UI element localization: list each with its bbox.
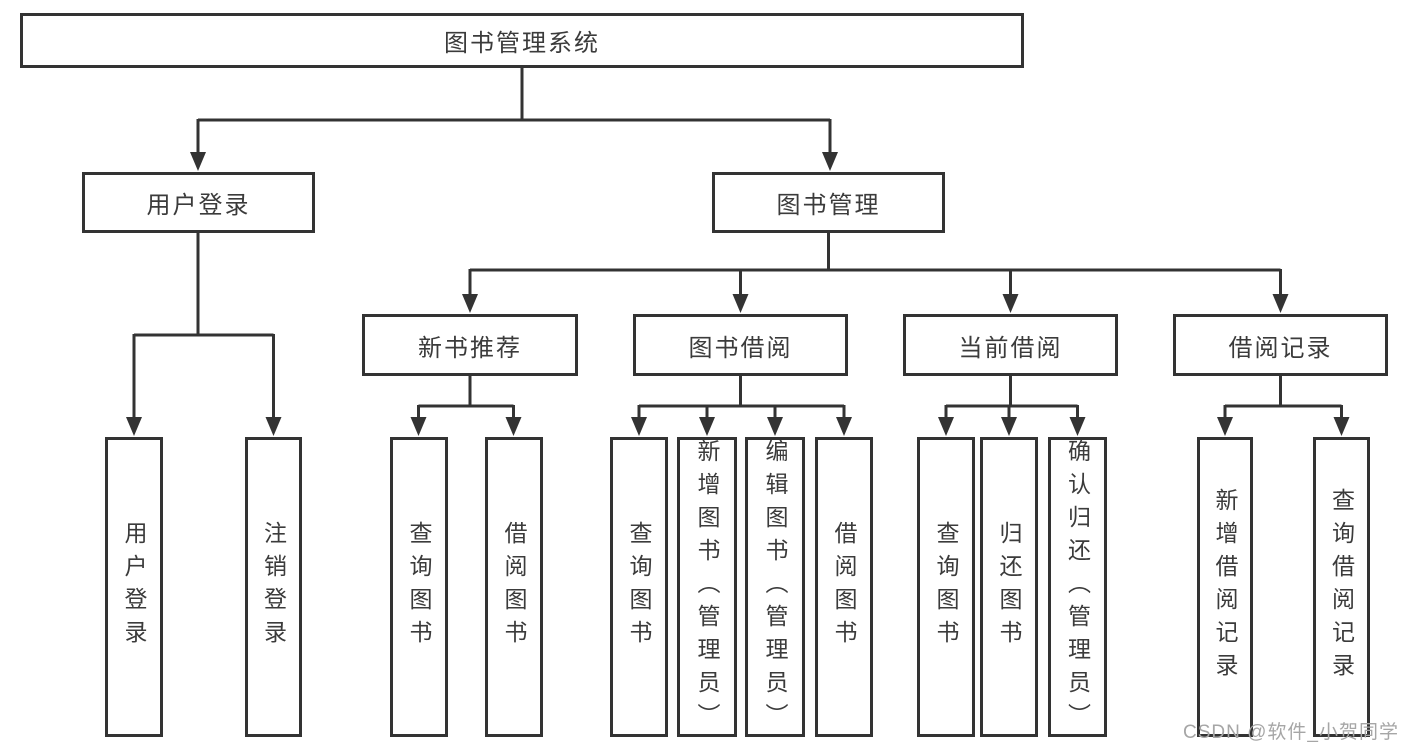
arrowheads-user-login-children xyxy=(126,417,282,436)
connector-borrow-records-children xyxy=(1223,376,1343,419)
node-borrowing-records-label: 借阅记录 xyxy=(1228,334,1333,362)
node-book-borrowing: 图书借阅 xyxy=(633,314,848,376)
leaf-query-books-current-label: 查询图书 xyxy=(933,521,959,653)
connector-current-borrow-children xyxy=(944,376,1079,419)
node-book-management: 图书管理 xyxy=(712,172,945,233)
leaf-borrow-books-recommend-label: 借阅图书 xyxy=(501,521,527,653)
leaf-borrow-books: 借阅图书 xyxy=(815,437,873,737)
connector-root-to-level2 xyxy=(196,68,832,154)
node-root-label: 图书管理系统 xyxy=(444,30,600,57)
connector-new-book-rec-children xyxy=(417,376,515,419)
leaf-confirm-return-admin: 确认归还（管理员） xyxy=(1048,437,1107,737)
leaf-query-books-recommend-label: 查询图书 xyxy=(406,521,432,653)
leaf-add-borrow-record-label: 新增借阅记录 xyxy=(1212,488,1238,686)
node-user-login-label: 用户登录 xyxy=(146,192,251,219)
connector-book-borrow-children xyxy=(637,376,846,419)
leaf-user-login-label: 用户登录 xyxy=(121,521,147,653)
leaf-user-login: 用户登录 xyxy=(105,437,163,737)
node-book-borrowing-label: 图书借阅 xyxy=(688,334,793,362)
node-current-borrowing-label: 当前借阅 xyxy=(958,334,1063,362)
node-new-book-recommend-label: 新书推荐 xyxy=(418,334,522,362)
arrowheads-level2 xyxy=(190,152,838,171)
leaf-query-books-current: 查询图书 xyxy=(917,437,975,737)
node-current-borrowing: 当前借阅 xyxy=(903,314,1118,376)
connector-book-mgmt-to-level3 xyxy=(468,233,1282,296)
leaf-confirm-return-admin-label: 确认归还（管理员） xyxy=(1064,438,1091,736)
leaf-query-books-borrowing: 查询图书 xyxy=(610,437,668,737)
leaf-query-books-recommend: 查询图书 xyxy=(390,437,448,737)
leaf-logout: 注销登录 xyxy=(245,437,302,737)
leaf-return-books: 归还图书 xyxy=(980,437,1038,737)
leaf-add-books-admin-label: 新增图书（管理员） xyxy=(694,438,720,736)
leaf-query-borrow-record-label: 查询借阅记录 xyxy=(1328,488,1355,686)
node-book-management-label: 图书管理 xyxy=(776,192,881,219)
leaf-add-borrow-record: 新增借阅记录 xyxy=(1197,437,1253,737)
leaf-query-borrow-record: 查询借阅记录 xyxy=(1313,437,1370,737)
arrowheads-leaves xyxy=(410,417,1350,436)
leaf-edit-books-admin: 编辑图书（管理员） xyxy=(745,437,805,737)
leaf-logout-label: 注销登录 xyxy=(260,521,287,653)
leaf-add-books-admin: 新增图书（管理员） xyxy=(677,437,737,737)
node-new-book-recommend: 新书推荐 xyxy=(362,314,578,376)
node-user-login: 用户登录 xyxy=(82,172,315,233)
arrowheads-level3 xyxy=(462,294,1289,313)
node-root: 图书管理系统 xyxy=(20,13,1024,68)
leaf-borrow-books-recommend: 借阅图书 xyxy=(485,437,543,737)
connector-user-login-children xyxy=(132,233,275,419)
leaf-query-books-borrowing-label: 查询图书 xyxy=(626,521,652,653)
node-borrowing-records: 借阅记录 xyxy=(1173,314,1388,376)
leaf-return-books-label: 归还图书 xyxy=(996,521,1022,653)
leaf-borrow-books-label: 借阅图书 xyxy=(831,521,857,653)
csdn-watermark: CSDN @软件_小贺同学 xyxy=(1183,722,1399,743)
leaf-edit-books-admin-label: 编辑图书（管理员） xyxy=(762,438,788,736)
